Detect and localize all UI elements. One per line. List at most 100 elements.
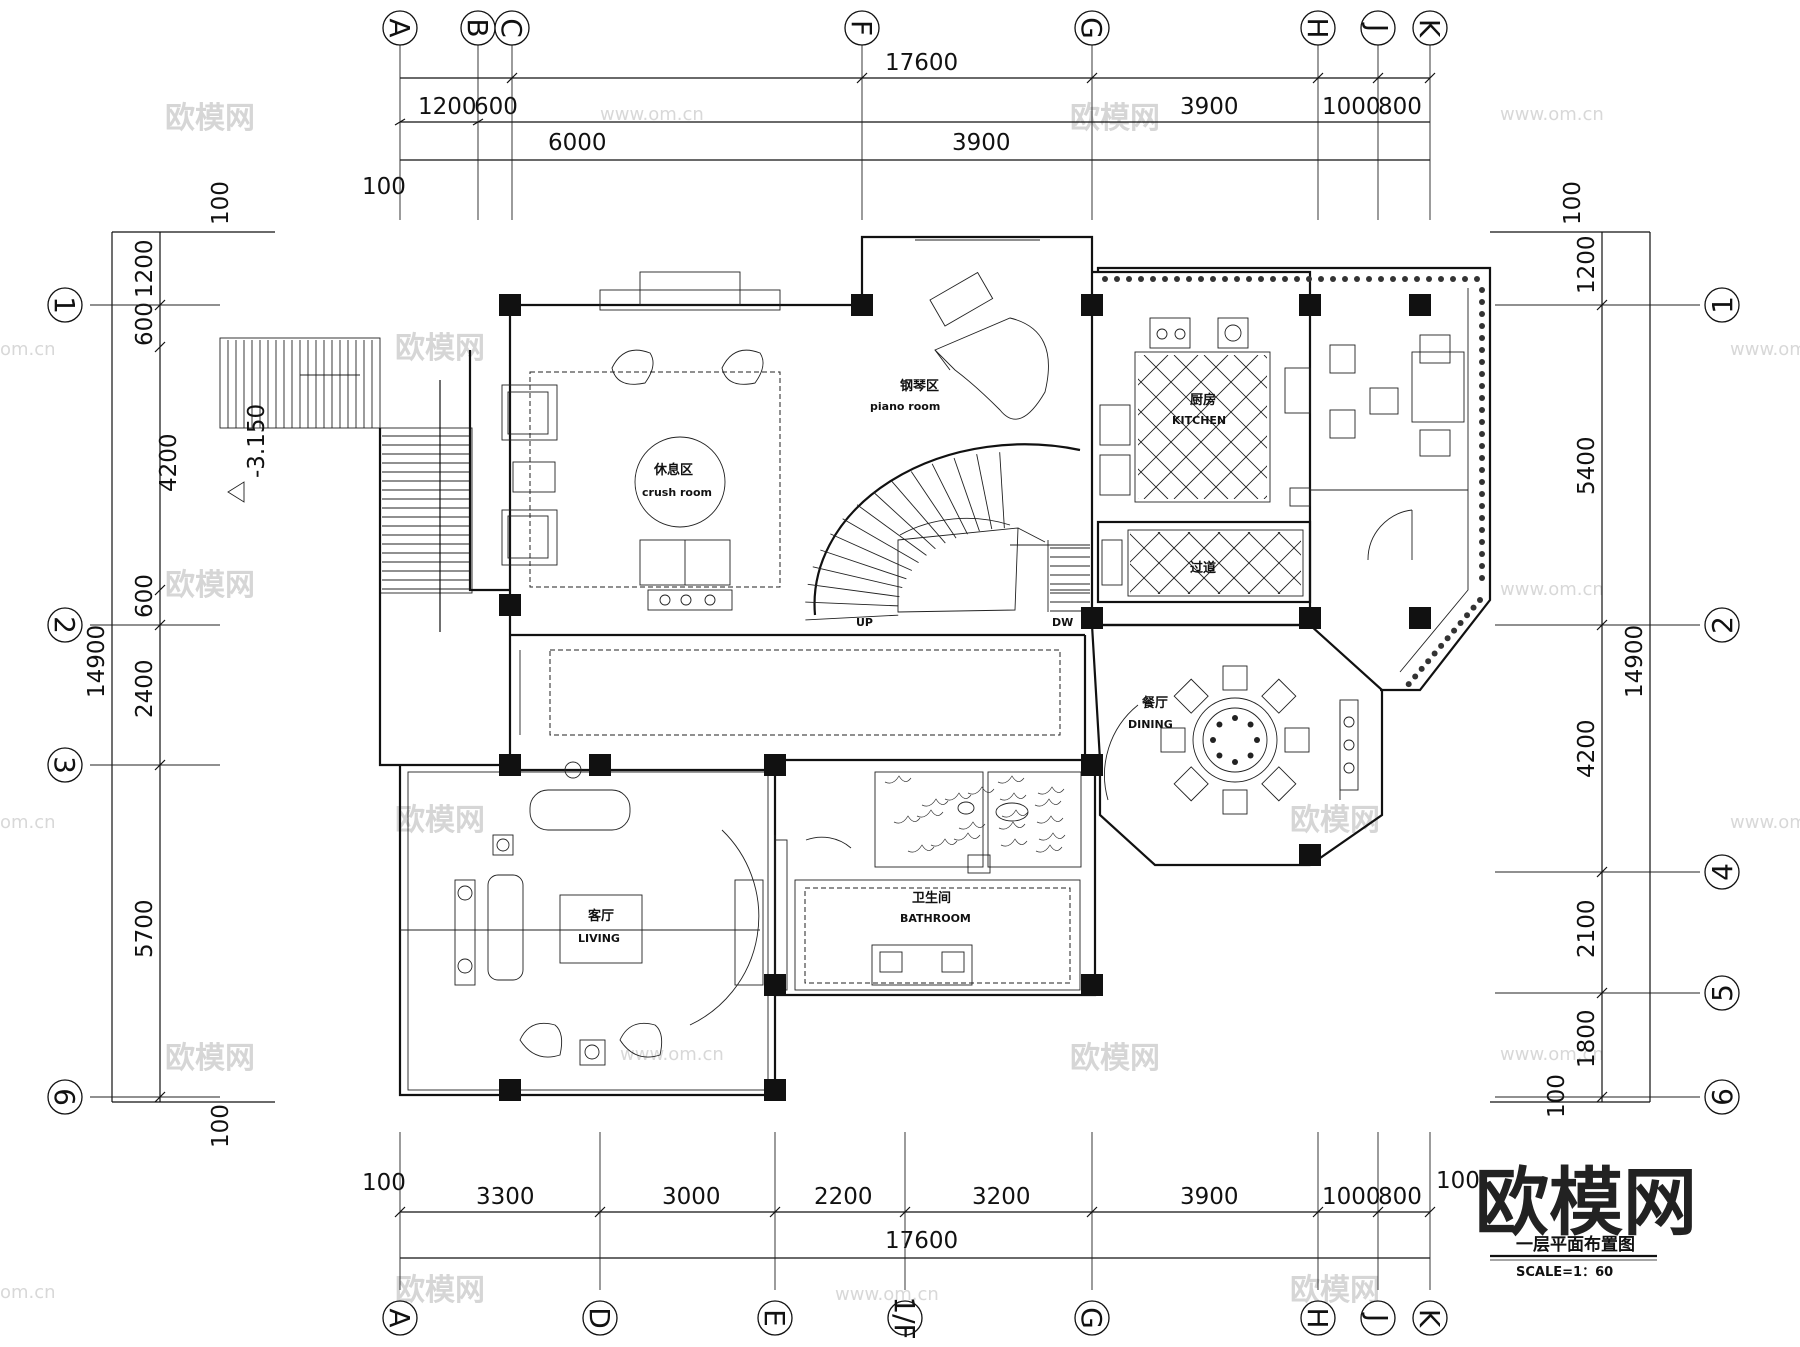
grid-bubble-right: 5 bbox=[1704, 975, 1740, 1011]
watermark-url: www.om.cn bbox=[600, 104, 704, 125]
watermark-url: www.om.cn bbox=[1730, 812, 1800, 833]
watermark: 欧模网 bbox=[165, 1041, 255, 1076]
svg-text:4: 4 bbox=[1706, 863, 1739, 881]
drawing-title: 一层平面布置图 bbox=[1516, 1234, 1635, 1255]
dim-left-offset-bottom: 100 bbox=[208, 1104, 234, 1148]
grid-bubble-bottom: 1/F bbox=[887, 1296, 923, 1340]
dim-right-1: 1200 bbox=[1574, 235, 1600, 294]
dim-top-1: 1200 bbox=[418, 94, 477, 120]
dim-right-5: 1800 bbox=[1574, 1009, 1600, 1068]
brand-watermark: 欧模网 bbox=[1475, 1160, 1697, 1246]
watermark: 欧模网 bbox=[395, 331, 485, 366]
grid-bubble-bottom: E bbox=[757, 1300, 793, 1336]
grid-bubble-right: 4 bbox=[1704, 854, 1740, 890]
grid-bubble-bottom: G bbox=[1074, 1300, 1110, 1336]
grid-bubble-right: 6 bbox=[1704, 1079, 1740, 1115]
dim-bottom-offset-left: 100 bbox=[362, 1170, 406, 1196]
svg-text:6: 6 bbox=[1706, 1088, 1739, 1106]
dim-bottom-7: 800 bbox=[1378, 1184, 1422, 1210]
grid-bubble-top: G bbox=[1074, 10, 1110, 46]
svg-text:1: 1 bbox=[1706, 296, 1739, 314]
label-piano-en: piano room bbox=[870, 400, 940, 413]
watermark-url-partial: om.cn bbox=[0, 812, 56, 833]
dim-bottom-6: 1000 bbox=[1322, 1184, 1381, 1210]
dim-top-6: 6000 bbox=[548, 130, 607, 156]
grid-bubble-bottom: H bbox=[1300, 1300, 1336, 1336]
drawing-scale: SCALE=1：60 bbox=[1516, 1265, 1613, 1280]
dim-left-2: 600 bbox=[132, 302, 158, 346]
dim-bottom-offset-right: 100 bbox=[1436, 1168, 1480, 1194]
dim-top-offset: 100 bbox=[362, 174, 406, 200]
dim-bottom-4: 3200 bbox=[972, 1184, 1031, 1210]
svg-text:A: A bbox=[383, 18, 416, 37]
grid-bubble-top: C bbox=[494, 10, 530, 46]
label-living-cn: 客厅 bbox=[588, 908, 614, 924]
dim-right-total: 14900 bbox=[1622, 625, 1648, 698]
grid-bubble-right: 1 bbox=[1704, 287, 1740, 323]
grid-bubble-left: 2 bbox=[47, 607, 83, 643]
label-corridor-cn: 过道 bbox=[1190, 560, 1216, 576]
watermark-url: www.om.cn bbox=[835, 1284, 939, 1305]
building-walls: -3.150 bbox=[219, 235, 1492, 1101]
watermark-url: www.om.cn bbox=[620, 1044, 724, 1065]
dim-left-offset-top: 100 bbox=[208, 181, 234, 225]
label-kitchen-cn: 厨房 bbox=[1190, 392, 1216, 408]
label-crush-en: crush room bbox=[642, 486, 712, 499]
watermark: 欧模网 bbox=[165, 568, 255, 603]
level-mark: -3.150 bbox=[244, 404, 270, 478]
grid-bubble-top: F bbox=[844, 10, 880, 46]
svg-text:E: E bbox=[758, 1309, 791, 1327]
grid-bubble-bottom: K bbox=[1412, 1300, 1448, 1336]
label-stair-down: DW bbox=[1052, 616, 1073, 629]
dim-right-offset-bottom: 100 bbox=[1544, 1074, 1570, 1118]
svg-text:K: K bbox=[1413, 19, 1446, 38]
dim-top-5: 800 bbox=[1378, 94, 1422, 120]
title-block: 欧模网 一层平面布置图 SCALE=1：60 bbox=[1475, 1160, 1697, 1280]
dim-right-4: 2100 bbox=[1574, 899, 1600, 958]
svg-text:2: 2 bbox=[48, 616, 81, 634]
svg-text:J: J bbox=[1361, 1312, 1394, 1322]
svg-text:3: 3 bbox=[48, 756, 81, 774]
grid-bubble-top: B bbox=[460, 10, 496, 46]
dim-left-4: 600 bbox=[132, 574, 158, 618]
room-labels: 休息区 crush room 钢琴区 piano room 厨房 KITCHEN… bbox=[578, 378, 1226, 945]
dim-top-2: 600 bbox=[474, 94, 518, 120]
label-crush-cn: 休息区 bbox=[653, 462, 693, 478]
svg-text:G: G bbox=[1075, 1307, 1108, 1329]
svg-text:H: H bbox=[1301, 1307, 1334, 1328]
dim-bottom-2: 3000 bbox=[662, 1184, 721, 1210]
svg-text:1: 1 bbox=[48, 296, 81, 314]
svg-text:B: B bbox=[461, 18, 494, 37]
grid-bubble-left: 1 bbox=[47, 287, 83, 323]
top-dimensions: 17600 1200 600 3900 1000 800 6000 3900 1… bbox=[362, 10, 1448, 220]
dim-bottom-3: 2200 bbox=[814, 1184, 873, 1210]
dim-right-offset-top: 100 bbox=[1560, 181, 1586, 225]
svg-text:2: 2 bbox=[1706, 616, 1739, 634]
label-bath-cn: 卫生间 bbox=[912, 890, 951, 906]
dim-left-3: 4200 bbox=[156, 433, 182, 492]
grid-bubble-right: 2 bbox=[1704, 607, 1740, 643]
svg-text:1/F: 1/F bbox=[888, 1296, 921, 1339]
dim-top-4: 1000 bbox=[1322, 94, 1381, 120]
watermark: 欧模网 bbox=[395, 1273, 485, 1308]
dim-left-5: 2400 bbox=[132, 659, 158, 718]
dim-left-6: 5700 bbox=[132, 899, 158, 958]
grid-bubble-top: H bbox=[1300, 10, 1336, 46]
svg-text:C: C bbox=[495, 18, 528, 38]
watermark: 欧模网 bbox=[395, 803, 485, 838]
label-dining-cn: 餐厅 bbox=[1141, 695, 1168, 711]
svg-text:A: A bbox=[383, 1308, 416, 1327]
grid-bubble-top: A bbox=[382, 10, 418, 46]
svg-text:5: 5 bbox=[1706, 984, 1739, 1002]
watermark-url: www.om.cn bbox=[1500, 579, 1604, 600]
grid-bubble-bottom: D bbox=[582, 1300, 618, 1336]
watermark: 欧模网 bbox=[1290, 1273, 1380, 1308]
svg-text:G: G bbox=[1075, 17, 1108, 39]
watermark-url: www.om.cn bbox=[1500, 104, 1604, 125]
left-dimensions: 14900 1200 600 4200 600 2400 5700 100 10… bbox=[47, 181, 275, 1148]
svg-text:F: F bbox=[845, 20, 878, 36]
grid-bubble-bottom: A bbox=[382, 1300, 418, 1336]
dim-left-1: 1200 bbox=[132, 239, 158, 298]
svg-text:K: K bbox=[1413, 1309, 1446, 1328]
